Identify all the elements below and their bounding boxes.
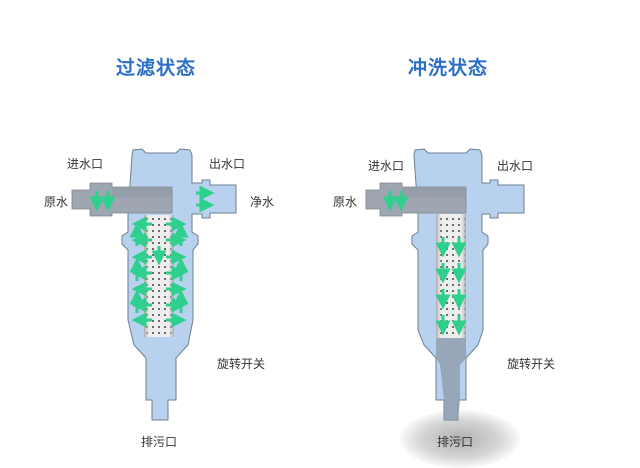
outlet-label: 出水口	[209, 157, 246, 171]
flush-state-diagram	[365, 148, 525, 421]
flush-inlet-label: 进水口	[368, 159, 405, 173]
clean-water-label: 净水	[250, 195, 275, 209]
drain-label: 排污口	[141, 435, 178, 449]
flush-state-title: 冲洗状态	[408, 57, 489, 79]
raw-water-label: 原水	[44, 195, 69, 209]
drain-dirt-cloud	[400, 410, 520, 468]
flush-outlet-label: 出水口	[497, 159, 534, 173]
flush-raw-water-label: 原水	[333, 195, 358, 209]
filter-state-title: 过滤状态	[116, 57, 197, 79]
flush-rotary-switch-label: 旋转开关	[507, 357, 556, 371]
flush-drain-label: 排污口	[437, 435, 474, 449]
inlet-label: 进水口	[67, 157, 104, 171]
flush-drain-channel	[436, 338, 466, 420]
rotary-switch-label: 旋转开关	[217, 357, 266, 371]
filter-state-diagram	[71, 148, 237, 421]
